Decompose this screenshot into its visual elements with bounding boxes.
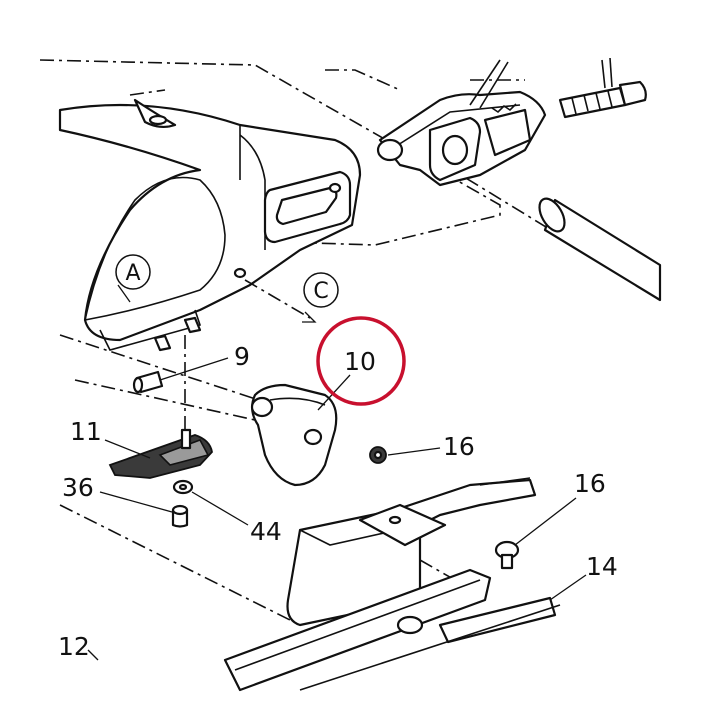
screw-16-b bbox=[494, 540, 520, 570]
label-part-11: 11 bbox=[70, 417, 102, 446]
lever-11 bbox=[108, 428, 213, 479]
label-part-44: 44 bbox=[250, 517, 282, 546]
washer-44 bbox=[172, 479, 194, 495]
label-part-9: 9 bbox=[234, 342, 250, 371]
highlight-circle-part-10 bbox=[316, 316, 406, 406]
label-part-14: 14 bbox=[586, 552, 618, 581]
callout-a-label: A bbox=[125, 261, 140, 286]
main-housing bbox=[58, 98, 362, 352]
label-part-36: 36 bbox=[62, 473, 94, 502]
callout-c-label: C bbox=[313, 279, 328, 304]
cylinder-rod bbox=[538, 197, 662, 302]
label-part-16-a: 16 bbox=[443, 432, 475, 461]
callout-a: A bbox=[115, 254, 151, 303]
cover-plate-10 bbox=[250, 383, 338, 487]
bracket-assembly bbox=[376, 59, 547, 187]
label-part-12: 12 bbox=[58, 632, 90, 661]
bolt-top bbox=[558, 57, 647, 119]
labels: 9 10 11 12 14 16 16 36 44 bbox=[58, 342, 618, 661]
screw-36 bbox=[171, 504, 189, 528]
label-part-16-b: 16 bbox=[574, 469, 606, 498]
slider-assembly bbox=[223, 477, 561, 692]
pin-9 bbox=[132, 370, 164, 394]
screw-16-a bbox=[369, 446, 387, 464]
callout-c: C bbox=[244, 272, 339, 323]
label-part-10: 10 bbox=[344, 347, 376, 376]
